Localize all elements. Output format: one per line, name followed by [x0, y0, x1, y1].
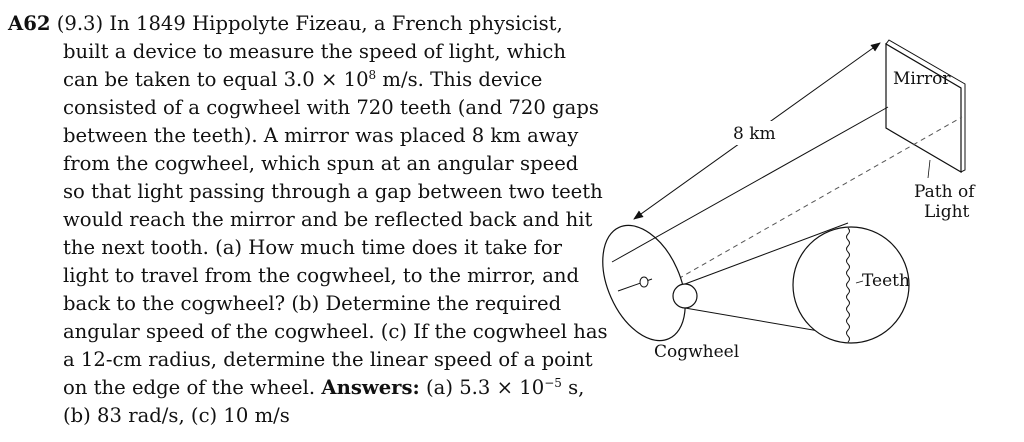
- light-path-line: [654, 116, 963, 293]
- answer-bc: (b) 83 rad/s, (c) 10 m/s: [63, 404, 290, 427]
- answers-label: Answers:: [321, 376, 420, 399]
- path-label-line2: Light: [924, 202, 970, 222]
- problem-text-line: light to travel from the cogwheel, to th…: [63, 264, 580, 287]
- problem-line-1: A62 (9.3) In 1849 Hippolyte Fizeau, a Fr…: [8, 10, 563, 38]
- distance-label: 8 km: [733, 124, 776, 144]
- fizeau-diagram: 8 km Mirror Path of Light Teeth Cogwheel: [590, 0, 1024, 438]
- problem-text-line: so that light passing through a gap betw…: [63, 180, 603, 203]
- cogwheel-hub: [639, 276, 649, 288]
- magnifier-small-circle: [672, 283, 698, 309]
- problem-text-line-answers: on the edge of the wheel. Answers: (a) 5…: [63, 374, 584, 402]
- problem-text-line: a 12-cm radius, determine the linear spe…: [63, 348, 593, 371]
- speed-exponent: 8: [368, 68, 377, 82]
- zoomed-view-circle: [792, 226, 910, 344]
- problem-text-line: built a device to measure the speed of l…: [63, 40, 567, 63]
- problem-text-line: In 1849 Hippolyte Fizeau, a French physi…: [109, 12, 563, 35]
- path-label-line1: Path of: [914, 182, 976, 202]
- mirror-label: Mirror: [893, 69, 951, 89]
- problem-text-line: would reach the mirror and be reflected …: [63, 208, 593, 231]
- answer-a-exponent: −5: [544, 376, 562, 390]
- problem-text-line: consisted of a cogwheel with 720 teeth (…: [63, 96, 599, 119]
- problem-text-line: the next tooth. (a) How much time does i…: [63, 236, 562, 259]
- problem-text-line: angular speed of the cogwheel. (c) If th…: [63, 320, 608, 343]
- path-label-pointer: [927, 159, 931, 179]
- distance-label-bg: [728, 121, 782, 145]
- fizeau-diagram-svg: 8 km Mirror Path of Light Teeth Cogwheel: [602, 39, 976, 362]
- answer-a-tail: s,: [561, 376, 585, 399]
- cogwheel-teeth-zigzag: [846, 227, 850, 343]
- problem-text-line-with-exponent: can be taken to equal 3.0 × 108 m/s. Thi…: [63, 66, 542, 94]
- cogwheel-label: Cogwheel: [654, 342, 739, 362]
- problem-text-line: on the edge of the wheel.: [63, 376, 316, 399]
- speed-text: can be taken to equal 3.0 × 10: [63, 68, 369, 91]
- problem-text-line: from the cogwheel, which spun at an angu…: [63, 152, 579, 175]
- speed-tail: m/s. This device: [376, 68, 543, 91]
- problem-label: A62: [8, 12, 51, 35]
- problem-text-line: between the teeth). A mirror was placed …: [63, 124, 579, 147]
- zoom-cone-top: [684, 222, 849, 285]
- problem-text-line: back to the cogwheel? (b) Determine the …: [63, 292, 562, 315]
- light-ray-line: [611, 106, 889, 263]
- teeth-label-pointer: [855, 280, 864, 284]
- mirror-front: [885, 42, 962, 174]
- teeth-label: Teeth: [862, 271, 910, 291]
- problem-section: (9.3): [56, 12, 104, 35]
- answer-a: (a) 5.3 × 10: [419, 376, 545, 399]
